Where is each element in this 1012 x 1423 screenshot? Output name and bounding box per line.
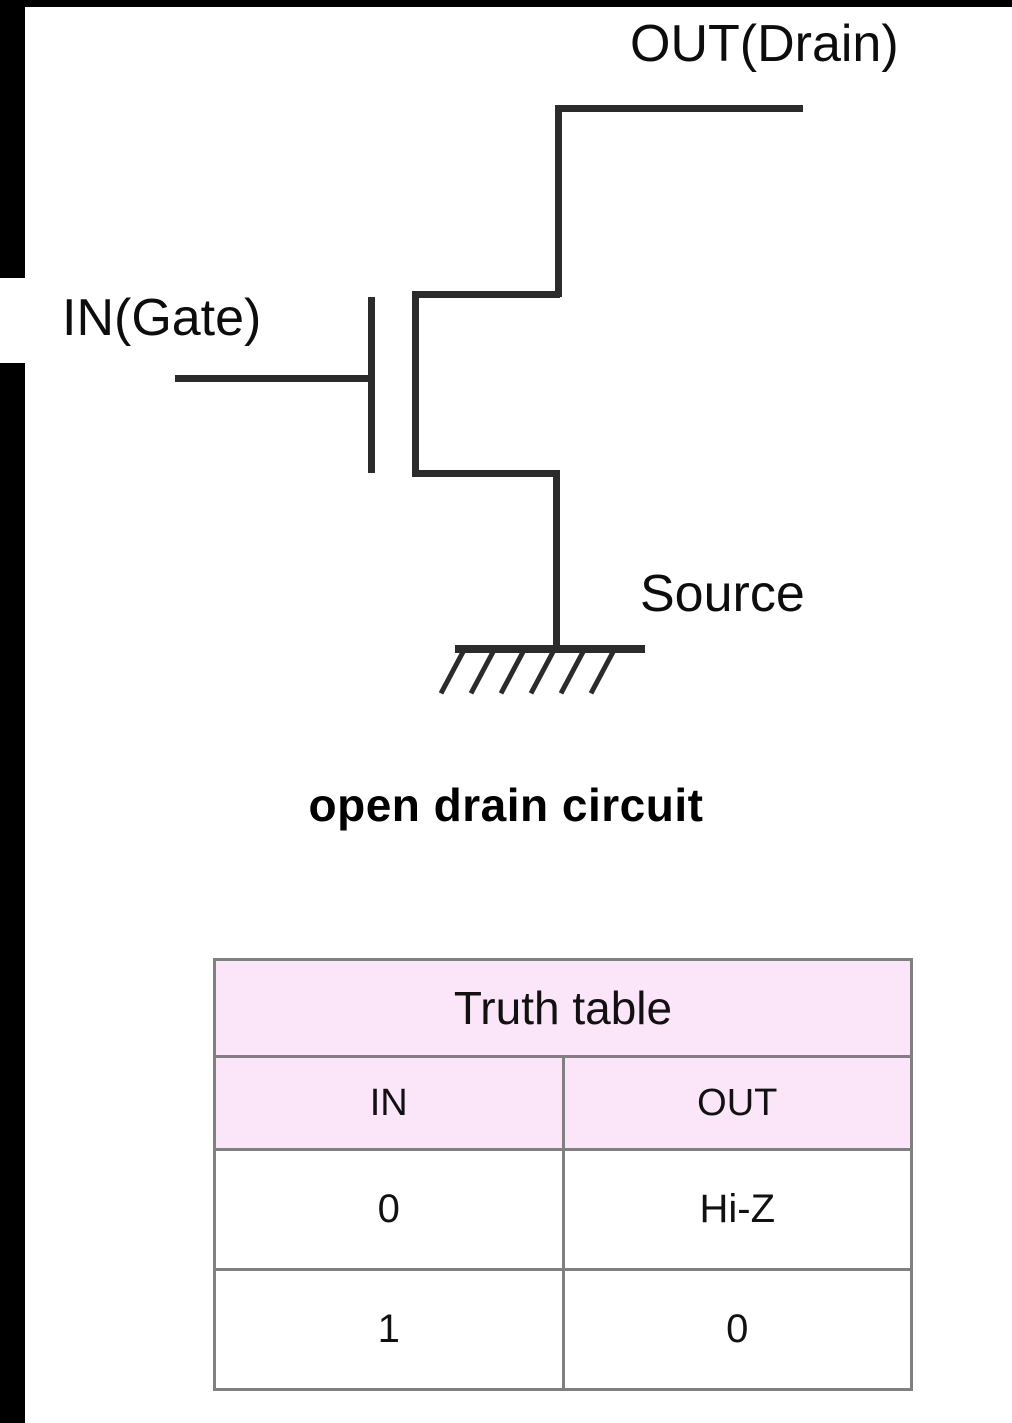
ground-hatch-4 bbox=[528, 649, 556, 695]
truth-table-cell-in-0: 0 bbox=[213, 1148, 565, 1271]
source-terminal-label: Source bbox=[640, 565, 805, 623]
ground-hatch-1 bbox=[438, 649, 466, 695]
drain-vertical-wire bbox=[555, 105, 562, 297]
input-terminal-label: IN(Gate) bbox=[62, 289, 262, 347]
truth-table-row: 0 Hi-Z bbox=[213, 1148, 913, 1271]
ground-hatch-6 bbox=[588, 649, 616, 695]
drain-output-wire bbox=[555, 105, 803, 112]
ground-hatch-5 bbox=[558, 649, 586, 695]
truth-table-cell-in-1: 1 bbox=[213, 1268, 565, 1391]
truth-table-header-out: OUT bbox=[561, 1055, 913, 1151]
truth-table-title-row: Truth table bbox=[213, 958, 913, 1058]
ground-icon bbox=[438, 645, 645, 697]
top-edge-bar bbox=[0, 0, 1012, 7]
left-edge-bar-upper bbox=[0, 7, 25, 278]
truth-table-cell-out-0: Hi-Z bbox=[561, 1148, 913, 1271]
left-edge-bar-lower bbox=[0, 363, 25, 1423]
ground-hatch-3 bbox=[498, 649, 526, 695]
figure-caption: open drain circuit bbox=[308, 779, 704, 831]
output-terminal-label: OUT(Drain) bbox=[630, 15, 899, 73]
truth-table-cell-out-1: 0 bbox=[561, 1268, 913, 1391]
truth-table-row: 1 0 bbox=[213, 1268, 913, 1391]
truth-table-title: Truth table bbox=[213, 958, 913, 1058]
truth-table: Truth table IN OUT 0 Hi-Z 1 0 bbox=[213, 958, 913, 1391]
truth-table-header-in: IN bbox=[213, 1055, 565, 1151]
ground-hatch-2 bbox=[468, 649, 496, 695]
mosfet-channel-bar bbox=[412, 291, 419, 477]
source-terminal-stub bbox=[412, 470, 560, 477]
gate-input-wire bbox=[175, 375, 371, 382]
mosfet-gate-plate bbox=[368, 297, 375, 473]
ground-bar bbox=[455, 645, 645, 653]
drain-terminal-stub bbox=[412, 291, 560, 298]
truth-table-header-row: IN OUT bbox=[213, 1055, 913, 1151]
source-vertical-wire bbox=[553, 470, 560, 651]
